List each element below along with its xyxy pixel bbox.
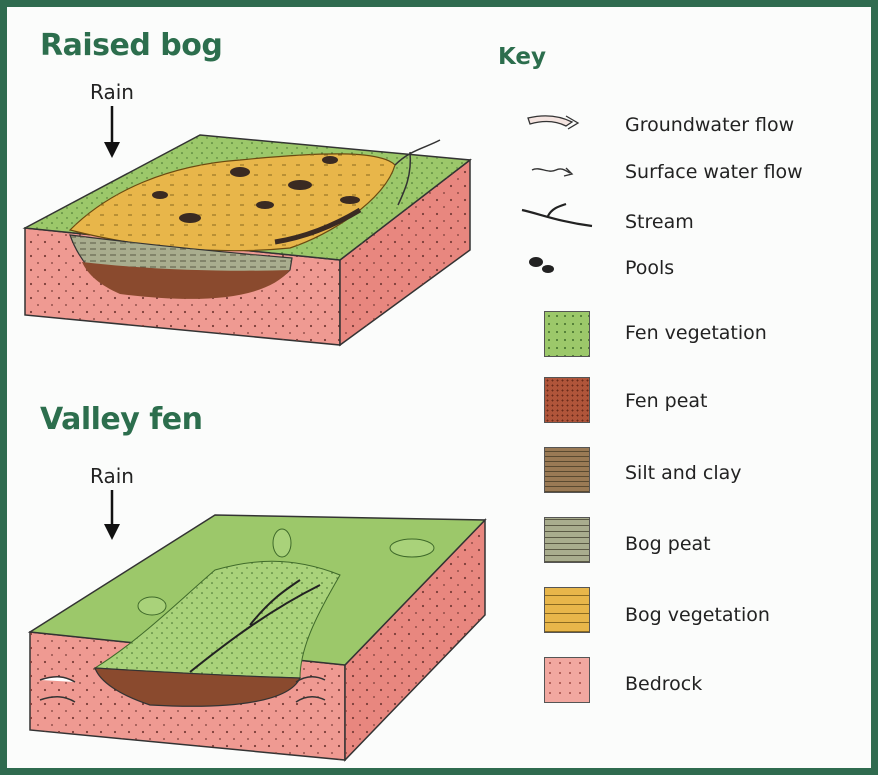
- key-label-fen-vegetation: Fen vegetation: [625, 322, 767, 344]
- swatch-fen-vegetation: [545, 312, 589, 356]
- key-label-fen-peat: Fen peat: [625, 390, 708, 412]
- raised-bog-block: [25, 135, 470, 345]
- key-label-silt-and-clay: Silt and clay: [625, 462, 742, 484]
- key-label-bog-vegetation: Bog vegetation: [625, 604, 770, 626]
- key-label-bog-peat: Bog peat: [625, 533, 711, 555]
- key-label-stream: Stream: [625, 211, 694, 233]
- swatch-bog-peat: [545, 518, 589, 562]
- swatch-silt-and-clay: [545, 448, 589, 492]
- swatch-bog-vegetation: [545, 588, 589, 632]
- key-label-pools: Pools: [625, 257, 674, 279]
- key-label-surface-water-flow: Surface water flow: [625, 161, 803, 183]
- valley-fen-rain-arrow: [104, 490, 120, 540]
- key-title: Key: [498, 44, 546, 70]
- raised-bog-rain-arrow: [104, 106, 120, 158]
- swatch-bedrock: [545, 658, 589, 702]
- key-label-groundwater-flow: Groundwater flow: [625, 114, 794, 136]
- valley-fen-block: [30, 515, 485, 760]
- swatch-fen-peat: [545, 378, 589, 422]
- key-label-bedrock: Bedrock: [625, 673, 702, 695]
